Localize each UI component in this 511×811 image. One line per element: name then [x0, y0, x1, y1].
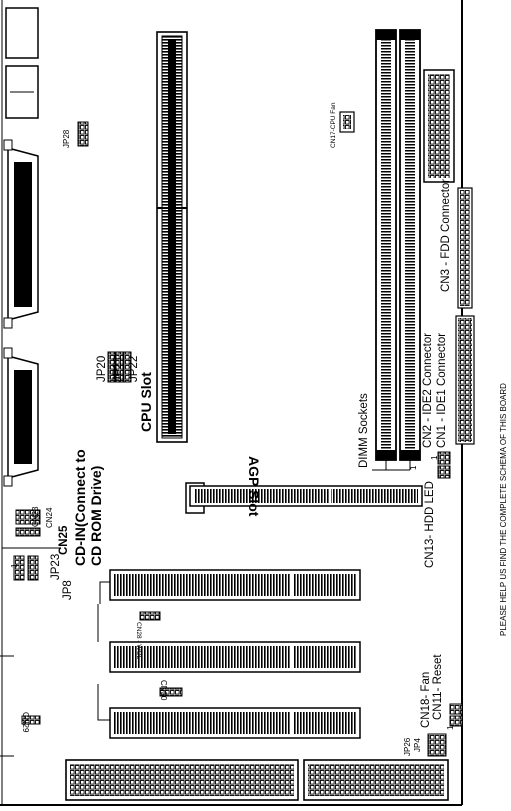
agp-slot	[185, 482, 423, 514]
cn23-cn24-headers	[2, 509, 60, 581]
cn23-label: CN23	[31, 506, 40, 527]
cn3-fdd-label: CN3 - FDD Connector	[440, 178, 452, 292]
fdd-connector	[457, 187, 473, 309]
jp20-label: JP20	[96, 355, 108, 382]
jp28-label: JP28	[62, 129, 71, 148]
ps2-port-top	[5, 7, 39, 59]
pin1-marker-ide: 1	[430, 455, 439, 460]
cn18-fan-label: CN18- Fan	[420, 671, 432, 728]
agp-slot-label: AGP Slot	[246, 456, 262, 517]
dimm-sockets	[372, 29, 421, 471]
jp26-label: JP26	[403, 737, 412, 756]
cn24-label: CN24	[45, 507, 54, 528]
cn17-cpu-fan-label: CN17-CPU Fan	[330, 102, 337, 148]
cn29-header	[21, 715, 41, 725]
left-edge-leads	[0, 655, 14, 757]
jp22-label: JP22	[128, 355, 140, 382]
atx-power-connector	[423, 69, 455, 183]
pci-slot-3	[97, 684, 361, 739]
pin1-marker-jp23: 1	[10, 563, 19, 568]
cn17-connector	[339, 111, 355, 133]
pin1-marker-dimm: 1	[409, 465, 418, 470]
cpu-slot	[156, 31, 188, 443]
pci-slot-1	[99, 569, 361, 604]
cn28-wol-label: CN28 - WOL	[135, 622, 142, 660]
cn28-wol-header	[139, 611, 161, 621]
cn1-ide1-label: CN1 - IDE1 Connector	[436, 332, 448, 448]
cpu-slot-label: CPU Slot	[138, 372, 154, 432]
cn13-hdd-led	[437, 451, 451, 479]
isa-connector-right	[303, 759, 449, 801]
jp4-jp26-jumpers	[427, 733, 447, 757]
parallel-port	[3, 139, 39, 329]
help-note: PLEASE HELP US FIND THE COMPLETE SCHEMA …	[499, 383, 508, 636]
jp4-label: JP4	[413, 738, 422, 752]
cn13-hdd-led-label: CN13- HDD LED	[424, 481, 436, 568]
pci-slot-2	[109, 641, 361, 673]
cn18-cn11-headers	[449, 703, 463, 727]
jp20-22-jumpers	[107, 351, 132, 383]
jp28-header	[77, 121, 89, 147]
cn30-header	[159, 687, 183, 697]
isa-connector-left	[65, 759, 299, 801]
jp21-label: JP21	[112, 355, 124, 382]
left-io-ports	[3, 7, 39, 487]
cd-in-label-2: CD ROM Drive)	[88, 465, 104, 566]
serial-port	[3, 347, 39, 487]
jp8-label: JP8	[62, 580, 74, 600]
ide-connectors	[455, 315, 475, 445]
jp23-label: JP23	[50, 553, 62, 580]
cn11-reset-label: CN11- Reset	[432, 654, 444, 720]
pci-slots	[97, 569, 361, 739]
cn25-label: CN25	[58, 525, 70, 555]
cn2-ide2-label: CN2 - IDE2 Connector	[422, 332, 434, 448]
pin1-marker-cn18: 1	[446, 725, 455, 730]
cn29-label: CN29	[21, 712, 30, 733]
cn30-label: CN30	[159, 680, 168, 701]
dimm-sockets-label: DIMM Sockets	[358, 393, 370, 468]
cd-in-label: CD-IN(Connect to	[72, 449, 88, 566]
